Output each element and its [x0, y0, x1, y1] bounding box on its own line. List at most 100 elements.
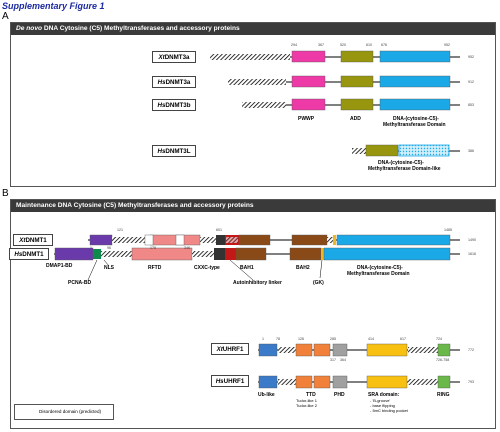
- figure-title: Supplementary Figure 1: [2, 1, 105, 11]
- uhrf1-mid-tick: 364: [340, 358, 346, 362]
- xt-dnmt3a-mtase-domain: [379, 50, 451, 63]
- dnmt1-tick: 1485: [444, 228, 452, 232]
- mtase-like-label-line1: DNA-(cytosine-C5)-: [378, 160, 424, 166]
- legend-box: [14, 404, 114, 420]
- xt-uhrf1-phd-domain: [332, 343, 348, 357]
- xt-dnmt3a-name: XtDNMT3a: [152, 51, 196, 63]
- xt-dnmt3a-diagram: [210, 50, 460, 63]
- hs-dnmt1-mtase-domain: [323, 247, 451, 261]
- hs-dnmt3a-length: 912: [468, 80, 474, 84]
- pwwp-label: PWWP: [298, 116, 315, 122]
- hs-uhrf1-length: 793: [468, 380, 474, 384]
- ttd2-label: Tudor-like 2: [296, 403, 317, 408]
- hs-dnmt3l-add-domain: [365, 144, 399, 157]
- hs-dnmt1-length: 1616: [468, 252, 476, 256]
- xt-uhrf1-diagram: [258, 343, 460, 357]
- add-label: ADD: [350, 116, 361, 122]
- uhrf1-tick: 78: [276, 337, 280, 341]
- hs-dnmt3l-diagram: [352, 144, 460, 157]
- hs-uhrf1-diagram: [258, 375, 460, 389]
- panel-a-letter: A: [2, 11, 9, 22]
- hs-dnmt1-rfd-domain: [131, 247, 193, 261]
- hs-dnmt3b-mtase-domain: [379, 98, 451, 111]
- hs-dnmt3a-diagram: [228, 75, 460, 88]
- hs-dnmt3l-name: HsDNMT3L: [152, 145, 196, 157]
- xt-dnmt1-mtase-domain: [336, 234, 451, 246]
- tick-label: 952: [444, 43, 450, 47]
- hs-dnmt1-autoinh-domain: [225, 248, 236, 260]
- dnmt1-tick: 121: [117, 228, 123, 232]
- xt-uhrf1-ubl-domain: [258, 343, 278, 357]
- gk-label: (GK): [313, 280, 324, 286]
- ubl-label: Ub-like: [258, 392, 275, 398]
- xt-uhrf1-length: 772: [468, 348, 474, 352]
- dnmt1-tick: 178: [150, 246, 156, 250]
- xt-dnmt3a-length: 952: [468, 55, 474, 59]
- hs-dnmt1-dmap1-domain: [54, 247, 94, 261]
- xt-dnmt1-name: XtDNMT1: [13, 234, 53, 246]
- hs-uhrf1-phd-domain: [332, 375, 348, 389]
- xt-dnmt1-cxxc-domain: [216, 235, 225, 245]
- xt-uhrf1-sra-domain: [366, 343, 408, 357]
- hs-dnmt1-bah1-domain: [235, 247, 267, 261]
- dnmt1-tick: 96: [107, 246, 111, 250]
- hs-uhrf1-ubl-domain: [258, 375, 278, 389]
- xt-dnmt1-rfd-domain: [149, 234, 201, 246]
- hs-uhrf1-ring-domain: [437, 375, 451, 389]
- panel-a-title: De novo DNA Cytosine (C5) Methyltransfer…: [11, 23, 495, 35]
- mtase-label-line1: DNA-(cytosine-C5)-: [393, 116, 439, 122]
- hs-dnmt1-pcna-domain: [93, 249, 101, 259]
- hs-dnmt1-gk-repeat: [321, 248, 324, 260]
- nls-label: NLS: [104, 265, 114, 271]
- hs-dnmt3a-mtase-domain: [379, 75, 451, 88]
- dmap1-label: DMAP1-BD: [46, 263, 73, 269]
- panel-b-title: Maintenance DNA Cytosine (C5) Methyltran…: [11, 200, 495, 212]
- hs-dnmt3a-add-domain: [340, 75, 374, 88]
- legend-label: Disordered domain (predicted): [39, 409, 102, 414]
- tick-label: 676: [381, 43, 387, 47]
- cxxc-label: CXXC-type: [194, 265, 220, 271]
- hs-dnmt1-name: HsDNMT1: [9, 248, 49, 260]
- xt-uhrf1-ttd1-domain: [295, 343, 313, 357]
- xt-uhrf1-ttd2-domain: [313, 343, 331, 357]
- hs-uhrf1-ttd2-domain: [313, 375, 331, 389]
- mtase-like-label-line2: Methyltransferase Domain-like: [368, 166, 441, 172]
- xt-dnmt3a-pwwp-domain: [291, 50, 326, 63]
- dnmt1-tick: 346: [184, 246, 190, 250]
- xt-uhrf1-ring-domain: [437, 343, 451, 357]
- xt-dnmt1-bah1-domain: [238, 234, 271, 246]
- uhrf1-mid-tick: 317: [330, 358, 336, 362]
- ring-label: RING: [437, 392, 450, 398]
- mtase-label-line2: Methyltransferase Domain: [383, 122, 446, 128]
- sra-point3: - 5mC binding pocket: [370, 408, 408, 413]
- dnmt1-tick: 1: [90, 246, 92, 250]
- hs-uhrf1-ttd1-domain: [295, 375, 313, 389]
- hs-dnmt3l-length: 386: [468, 149, 474, 153]
- hs-dnmt3b-name: HsDNMT3b: [152, 99, 196, 111]
- uhrf1-tick: 617: [400, 337, 406, 341]
- dnmt1-mtase-line2: Methyltransferase Domain: [347, 271, 410, 277]
- tick-label: 520: [340, 43, 346, 47]
- dnmt1-mtase-line1: DNA-(cytosine-C5)-: [357, 265, 403, 271]
- hs-dnmt3b-diagram: [242, 98, 460, 111]
- ttd-label: TTD: [306, 392, 316, 398]
- hs-uhrf1-sra-domain: [366, 375, 408, 389]
- dnmt1-tick: 601: [216, 228, 222, 232]
- hs-dnmt1-cxxc-domain: [214, 248, 225, 260]
- uhrf1-tick: 414: [368, 337, 374, 341]
- bah2-label: BAH2: [296, 265, 310, 271]
- hs-uhrf1-name: HsUHRF1: [211, 375, 249, 387]
- xt-dnmt3a-add-domain: [340, 50, 374, 63]
- hs-dnmt3a-pwwp-domain: [291, 75, 326, 88]
- tick-label: 294: [291, 43, 297, 47]
- xt-dnmt1-length: 1490: [468, 238, 476, 242]
- tick-label: 367: [318, 43, 324, 47]
- xt-dnmt1-bah2-domain: [291, 234, 328, 246]
- uhrf1-tick: 1: [262, 337, 264, 341]
- bah1-label: BAH1: [240, 265, 254, 271]
- xt-uhrf1-name: XtUHRF1: [211, 343, 249, 355]
- hs-dnmt3b-add-domain: [340, 98, 374, 111]
- phd-label: PHD: [334, 392, 345, 398]
- autoinh-label: Autoinhibitory linker: [233, 280, 282, 286]
